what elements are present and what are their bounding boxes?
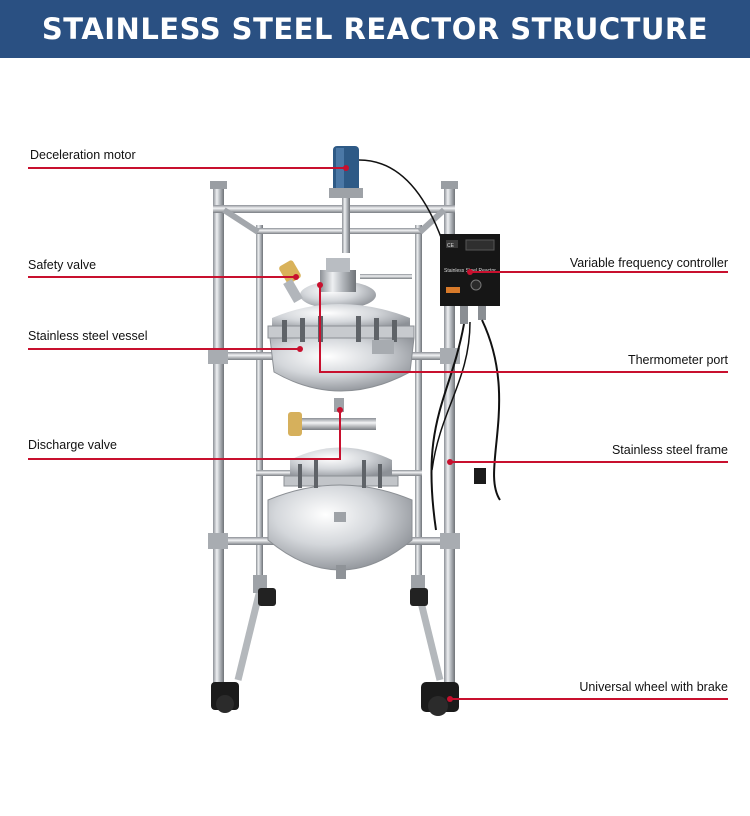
label-universal-wheel-with-brake: Universal wheel with brake xyxy=(579,680,728,694)
label-deceleration-motor: Deceleration motor xyxy=(30,148,136,162)
page-title: STAINLESS STEEL REACTOR STRUCTURE xyxy=(41,12,709,46)
deceleration-motor xyxy=(329,146,443,253)
label-discharge-valve: Discharge valve xyxy=(28,438,117,452)
label-safety-valve: Safety valve xyxy=(28,258,97,272)
label-stainless-steel-frame: Stainless steel frame xyxy=(611,443,728,457)
label-thermometer-port: Thermometer port xyxy=(627,353,728,367)
header-banner: STAINLESS STEEL REACTOR STRUCTURE xyxy=(0,0,750,58)
universal-wheel-with-brake xyxy=(211,588,459,716)
callout-thermometer-port xyxy=(319,285,728,373)
callout-discharge-valve xyxy=(28,410,341,460)
callout-lines xyxy=(28,167,728,700)
lower-vessel xyxy=(267,412,413,579)
variable-frequency-controller: Stainless Steel Reactor CE xyxy=(430,234,501,531)
callout-dots xyxy=(293,165,473,702)
label-variable-frequency-controller: Variable frequency controller xyxy=(569,256,728,270)
label-stainless-steel-vessel: Stainless steel vessel xyxy=(28,329,148,343)
ce-mark: CE xyxy=(447,243,455,249)
safety-valve-fitting xyxy=(279,260,303,304)
